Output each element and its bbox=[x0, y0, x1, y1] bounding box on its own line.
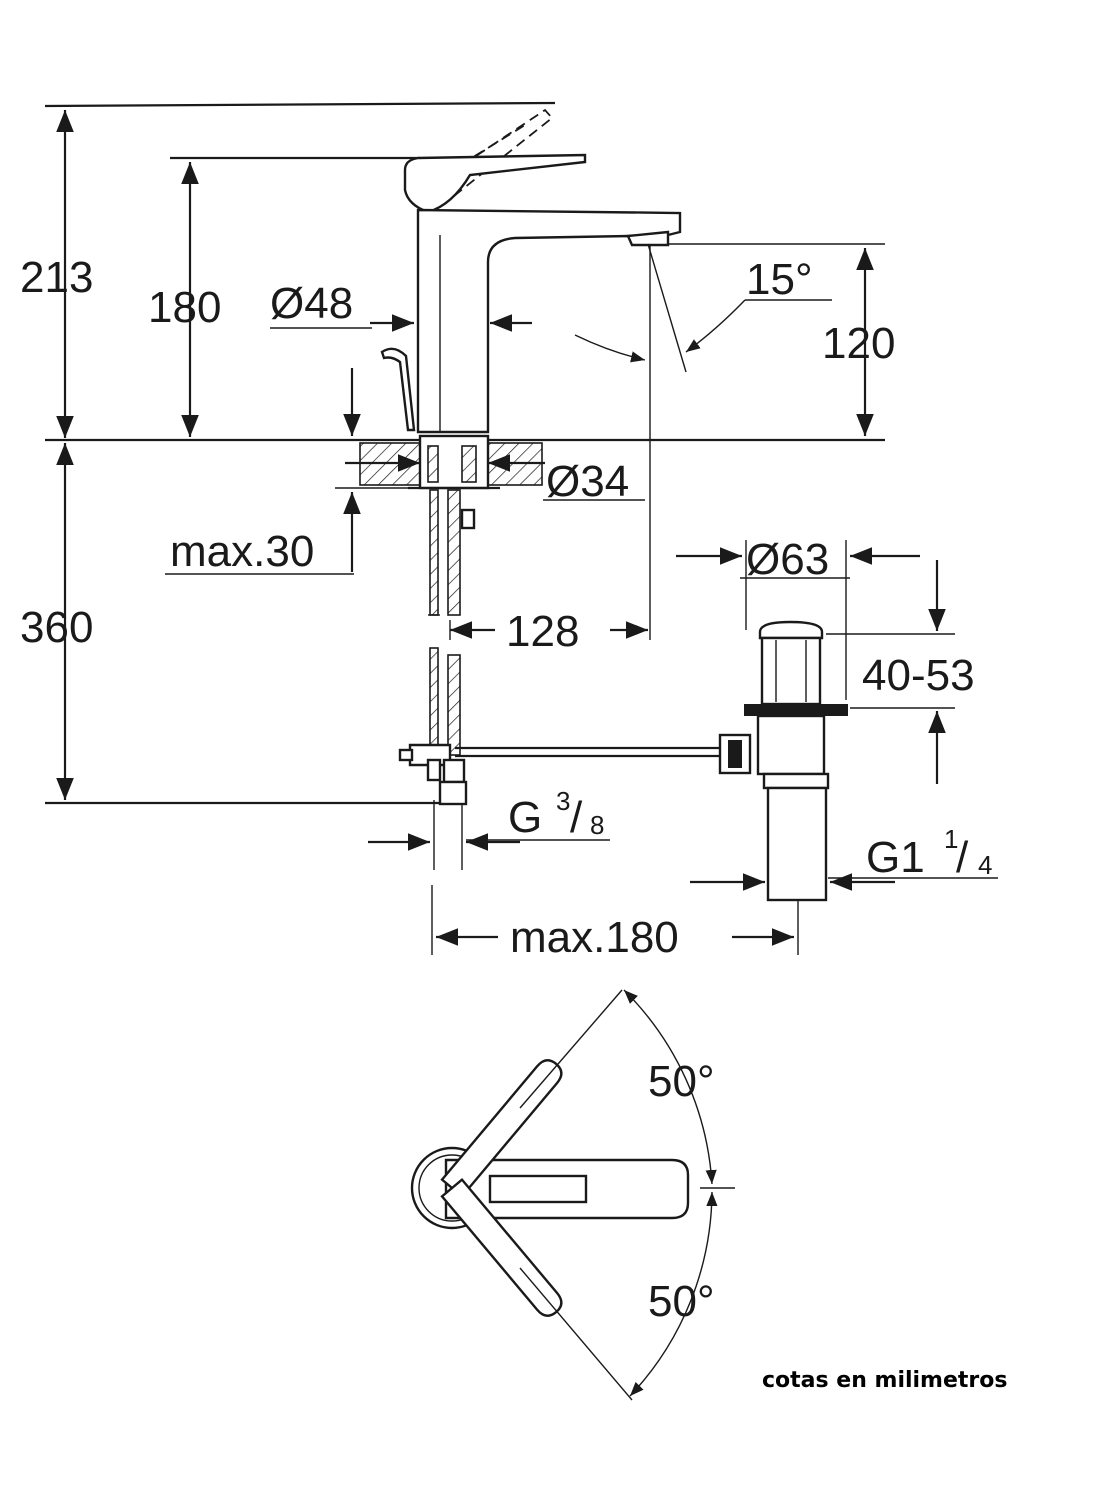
dim-g1-waste: G1 bbox=[866, 833, 925, 882]
waste-flange bbox=[744, 704, 848, 716]
supply-hose bbox=[429, 489, 439, 616]
waste-body bbox=[760, 636, 822, 706]
dim-40-53: 40-53 bbox=[862, 651, 975, 700]
dim-g-inlet-denominator: 8 bbox=[590, 810, 604, 840]
dim-g-inlet-numerator: 3 bbox=[556, 786, 570, 816]
waste-tailpipe bbox=[766, 786, 828, 902]
dim-max-30: max.30 bbox=[170, 527, 314, 576]
dim-g-inlet: G bbox=[508, 793, 542, 842]
dim-g1-waste-denominator: 4 bbox=[978, 850, 992, 880]
dim-lever-angle-up: 50° bbox=[648, 1057, 715, 1106]
lever bbox=[403, 153, 587, 214]
dim-213: 213 bbox=[20, 253, 93, 302]
dim-angle-15: 15° bbox=[746, 255, 813, 304]
dim-lever-angle-down: 50° bbox=[648, 1277, 715, 1326]
waste-cap bbox=[758, 620, 824, 640]
dim-360: 360 bbox=[20, 603, 93, 652]
pop-up-rod bbox=[380, 347, 416, 432]
dim-diameter-63: Ø63 bbox=[746, 535, 829, 584]
dim-180: 180 bbox=[148, 283, 221, 332]
dim-g1-waste-numerator: 1 bbox=[944, 824, 958, 854]
dim-diameter-48: Ø48 bbox=[270, 279, 353, 328]
units-note: cotas en milimetros bbox=[762, 1368, 1008, 1393]
aerator bbox=[626, 230, 670, 247]
dim-120: 120 bbox=[822, 319, 895, 368]
svg-text:/: / bbox=[956, 833, 969, 882]
top-reference-line bbox=[44, 101, 556, 108]
dim-128: 128 bbox=[506, 607, 579, 656]
svg-text:/: / bbox=[570, 793, 583, 842]
dim-diameter-34: Ø34 bbox=[546, 457, 629, 506]
dim-max-180: max.180 bbox=[510, 913, 679, 962]
